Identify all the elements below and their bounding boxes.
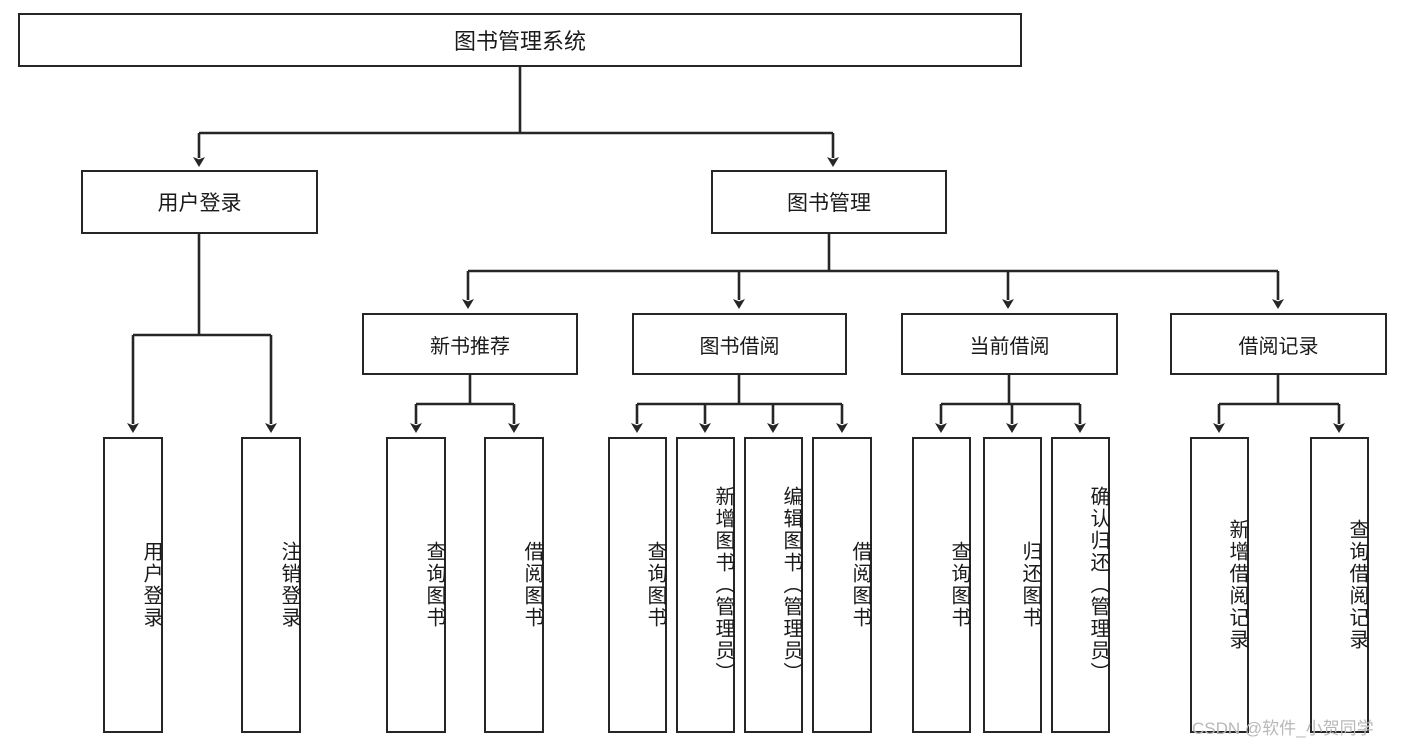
node-book-borrow[interactable]: 图书借阅 [632, 313, 847, 375]
leaf-edit-book-admin[interactable]: 编辑图书（管理员） [744, 437, 803, 733]
node-current-borrow-label: 当前借阅 [969, 335, 1050, 358]
node-borrow-record-label: 借阅记录 [1238, 335, 1319, 358]
leaf-confirm-return-admin-label: 确认归还（管理员） [1087, 486, 1109, 684]
node-borrow-record[interactable]: 借阅记录 [1170, 313, 1387, 375]
node-new-book-recommend-label: 新书推荐 [430, 335, 510, 358]
leaf-return-book-label: 归还图书 [1019, 541, 1041, 629]
leaf-query-borrow-record-label: 查询借阅记录 [1346, 519, 1368, 651]
leaf-logout-label: 注销登录 [278, 541, 300, 629]
leaf-edit-book-admin-label: 编辑图书（管理员） [780, 486, 802, 684]
node-book-management[interactable]: 图书管理 [711, 170, 947, 234]
leaf-add-borrow-record[interactable]: 新增借阅记录 [1190, 437, 1249, 733]
node-root[interactable]: 图书管理系统 [18, 13, 1022, 67]
node-user-login[interactable]: 用户登录 [81, 170, 318, 234]
leaf-add-book-admin-label: 新增图书（管理员） [712, 486, 734, 684]
leaf-borrow-book-recommend[interactable]: 借阅图书 [484, 437, 544, 733]
node-root-label: 图书管理系统 [453, 29, 586, 54]
leaf-query-book-current-label: 查询图书 [948, 541, 970, 629]
node-current-borrow[interactable]: 当前借阅 [901, 313, 1118, 375]
node-book-management-label: 图书管理 [787, 192, 871, 215]
leaf-query-book-recommend-label: 查询图书 [423, 541, 445, 629]
leaf-borrow-book[interactable]: 借阅图书 [812, 437, 872, 733]
node-user-login-label: 用户登录 [157, 192, 242, 215]
leaf-confirm-return-admin[interactable]: 确认归还（管理员） [1051, 437, 1110, 733]
csdn-watermark: CSDN @软件_小贺同学 [1192, 719, 1374, 738]
leaf-return-book[interactable]: 归还图书 [983, 437, 1042, 733]
leaf-borrow-book-recommend-label: 借阅图书 [521, 541, 543, 629]
leaf-logout[interactable]: 注销登录 [241, 437, 301, 733]
leaf-query-book-borrow-label: 查询图书 [644, 541, 666, 629]
leaf-user-login-label: 用户登录 [140, 541, 162, 629]
leaf-query-book-current[interactable]: 查询图书 [912, 437, 971, 733]
leaf-query-book-recommend[interactable]: 查询图书 [386, 437, 446, 733]
leaf-query-borrow-record[interactable]: 查询借阅记录 [1310, 437, 1369, 733]
leaf-borrow-book-label: 借阅图书 [849, 541, 871, 629]
node-new-book-recommend[interactable]: 新书推荐 [362, 313, 578, 375]
leaf-query-book-borrow[interactable]: 查询图书 [608, 437, 667, 733]
leaf-user-login[interactable]: 用户登录 [103, 437, 163, 733]
node-book-borrow-label: 图书借阅 [699, 335, 780, 358]
leaf-add-borrow-record-label: 新增借阅记录 [1226, 519, 1248, 651]
leaf-add-book-admin[interactable]: 新增图书（管理员） [676, 437, 735, 733]
